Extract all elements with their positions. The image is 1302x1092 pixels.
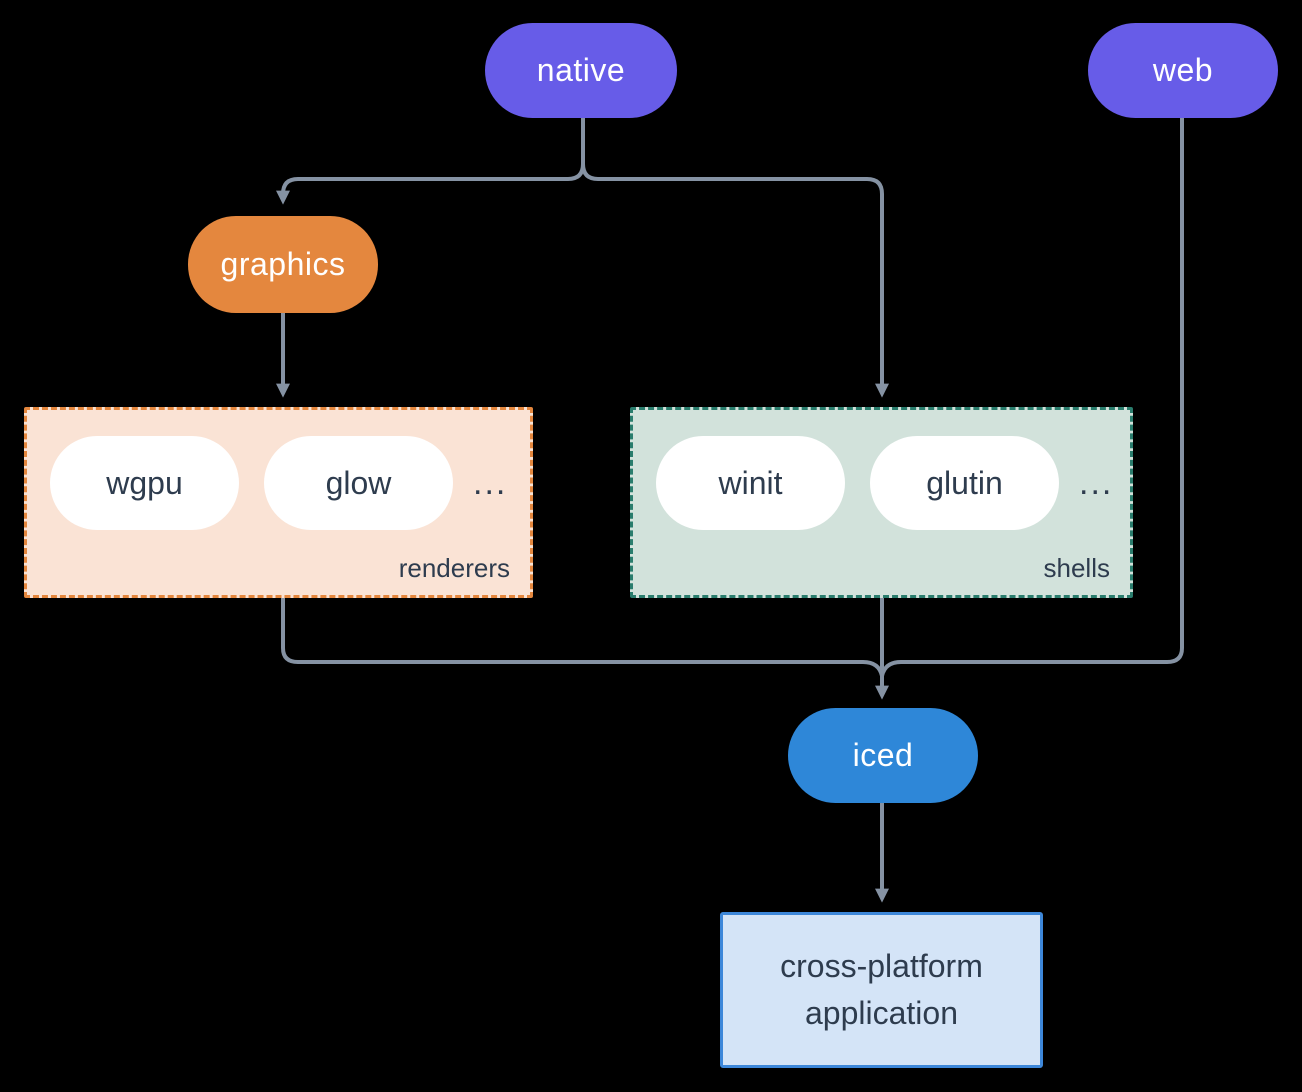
connector-renderers-to-merge [281,598,884,677]
pill-wgpu: wgpu [50,436,239,530]
pill-glow: glow [264,436,453,530]
pill-glow-label: glow [325,464,392,501]
connector-native-to-graphics [276,163,585,205]
node-web: web [1088,23,1278,118]
node-web-label: web [1152,52,1214,88]
pill-glutin: glutin [870,436,1059,530]
node-native: native [485,23,677,118]
pill-winit: winit [656,436,845,530]
pill-glutin-label: glutin [926,464,1003,501]
renderers-ellipsis: ... [473,463,508,502]
group-shells: winit glutin ... shells [630,407,1133,598]
app-label-line1: cross-platform [780,948,983,984]
connector-native-to-shells [581,163,889,398]
app-label-line2: application [805,995,958,1031]
node-cross-platform-application: cross-platform application [720,912,1043,1068]
group-renderers-pills: wgpu glow ... [27,410,530,530]
shells-ellipsis: ... [1079,463,1114,502]
group-renderers-label: renderers [398,553,510,583]
connector-web-to-merge [880,118,1184,677]
node-graphics: graphics [188,216,378,313]
node-native-label: native [536,52,626,88]
group-shells-label: shells [1043,553,1110,583]
group-shells-pills: winit glutin ... [633,410,1130,530]
pill-winit-label: winit [718,464,783,501]
node-graphics-label: graphics [220,246,346,282]
node-iced: iced [788,708,978,803]
node-iced-label: iced [852,737,914,773]
pill-wgpu-label: wgpu [106,464,183,501]
group-renderers: wgpu glow ... renderers [24,407,533,598]
